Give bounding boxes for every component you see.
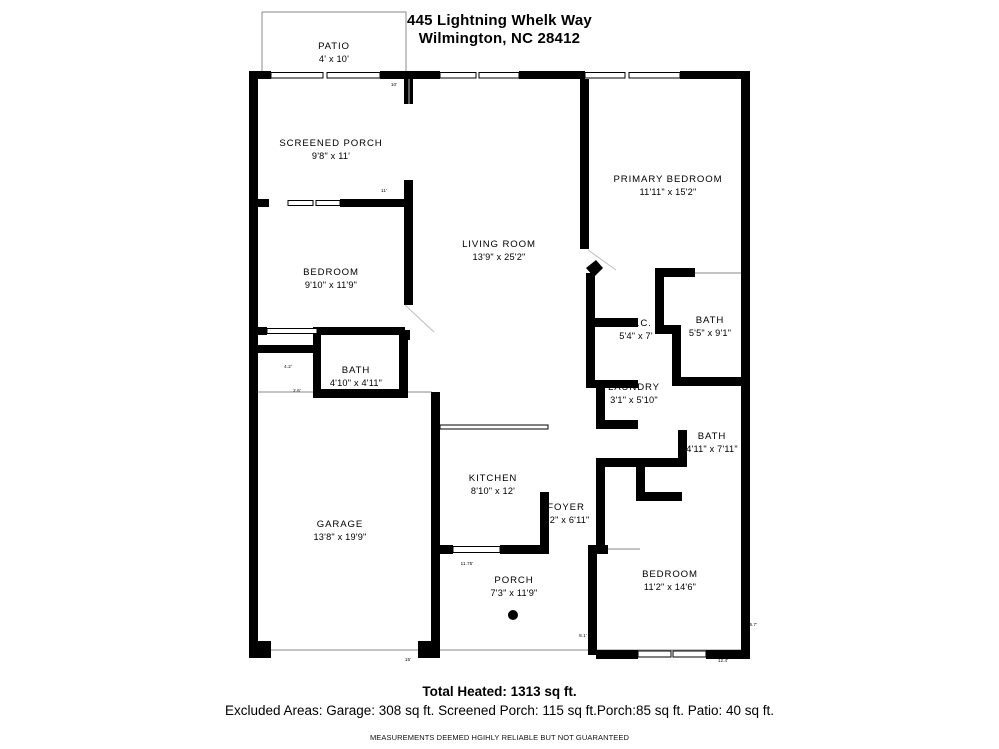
room-name: PRIMARY BEDROOM (613, 174, 723, 185)
room-label-primary-bedroom: PRIMARY BEDROOM 11'11" x 15'2" (613, 174, 722, 198)
address-line-1: 445 Lightning Whelk Way (407, 12, 592, 29)
floor-plan-drawing (249, 11, 750, 659)
room-dimensions: 13'9" x 25'2" (472, 252, 526, 262)
porch-column-marker (508, 610, 518, 620)
room-label-bath-primary: BATH 5'5" x 9'1" (689, 315, 731, 339)
dimension-tick-screened-porch-ht: 11' (381, 188, 387, 193)
room-label-bath-hall-2: BATH 4'11" x 7'11" (686, 431, 738, 455)
room-name: PATIO (318, 41, 350, 52)
room-dimensions: 5'5" x 9'1" (688, 328, 732, 338)
room-name: W.I.C. (620, 318, 652, 329)
room-dimensions: 5'4" x 7' (619, 331, 653, 341)
interior-walls (249, 79, 744, 655)
room-name: BATH (341, 365, 371, 376)
excluded-areas-text: Excluded Areas: Garage: 308 sq ft. Scree… (224, 703, 775, 718)
room-label-bath-hall: BATH 4'10" x 4'11" (330, 365, 382, 389)
room-name: BEDROOM (642, 569, 698, 580)
room-name: PORCH (494, 575, 534, 586)
floor-plan: PATIO 4' x 10' SCREENED PORCH 9'8" x 11'… (249, 11, 758, 663)
dimension-tick-right-side-depth: 46.7' (746, 622, 758, 627)
room-label-foyer: FOYER 4'2" x 6'11" (543, 502, 590, 526)
room-name: KITCHEN (468, 473, 518, 484)
room-dimensions: 4'2" x 6'11" (542, 515, 590, 525)
room-name: LAUNDRY (608, 382, 660, 393)
summary-block: Total Heated: 1313 sq ft. Excluded Areas… (0, 683, 999, 742)
room-label-screened-porch: SCREENED PORCH 9'8" x 11' (279, 138, 382, 162)
dimension-tick-garage-front: 15' (404, 657, 412, 662)
dimension-tick-patio-width: 10' (390, 82, 398, 87)
room-label-wic: W.I.C. 5'4" x 7' (619, 318, 653, 342)
room-name: FOYER (547, 502, 585, 513)
disclaimer-text: MEASUREMENTS DEEMED HGIHLY RELIABLE BUT … (369, 733, 630, 742)
total-heated-text: Total Heated: 1313 sq ft. (422, 684, 577, 699)
room-label-bedroom-right: BEDROOM 11'2" x 14'6" (642, 569, 698, 593)
room-label-bedroom-left: BEDROOM 9'10" x 11'9" (303, 267, 359, 291)
dimension-tick-kitchen-door: 11.75' (460, 561, 474, 566)
room-dimensions: 9'8" x 11' (311, 151, 351, 161)
room-dimensions: 7'3" x 11'9" (490, 588, 538, 598)
room-dimensions: 11'11" x 15'2" (639, 187, 697, 197)
room-name: SCREENED PORCH (279, 138, 383, 149)
dimension-tick-bath-depth: 4.2' (284, 364, 292, 369)
title-block: 445 Lightning Whelk Way Wilmington, NC 2… (0, 12, 999, 48)
room-label-living-room: LIVING ROOM 13'9" x 25'2" (462, 239, 536, 263)
room-dimensions: 3'1" x 5'10" (610, 395, 658, 405)
room-name: BATH (697, 431, 727, 442)
room-name: GARAGE (316, 519, 364, 530)
room-dimensions: 8'10" x 12' (470, 486, 516, 496)
room-label-porch: PORCH 7'3" x 11'9" (491, 575, 538, 599)
room-label-laundry: LAUNDRY 3'1" x 5'10" (608, 382, 660, 406)
room-dimensions: 4'10" x 4'11" (329, 378, 383, 388)
room-label-kitchen: KITCHEN 8'10" x 12' (469, 473, 517, 497)
room-dimensions: 4' x 10' (318, 54, 350, 64)
dimension-tick-bath-width: 2.6' (293, 388, 301, 393)
room-label-garage: GARAGE 13'8" x 19'9" (314, 519, 367, 543)
room-dimensions: 13'8" x 19'9" (313, 532, 367, 542)
windows (266, 72, 707, 658)
room-name: BEDROOM (303, 267, 359, 278)
door-swing-lines (404, 79, 617, 333)
room-dimensions: 9'10" x 11'9" (304, 280, 358, 290)
room-name: LIVING ROOM (462, 239, 536, 250)
room-dimensions: 4'11" x 7'11" (686, 444, 738, 454)
room-label-patio: PATIO 4' x 10' (318, 41, 350, 65)
dimension-tick-bedroom-front: 12.4' (717, 658, 729, 663)
room-dimensions: 11'2" x 14'6" (643, 582, 697, 592)
room-name: BATH (695, 315, 725, 326)
address-line-2: Wilmington, NC 28412 (418, 30, 581, 47)
dimension-tick-porch-front: 8.1' (579, 633, 587, 638)
